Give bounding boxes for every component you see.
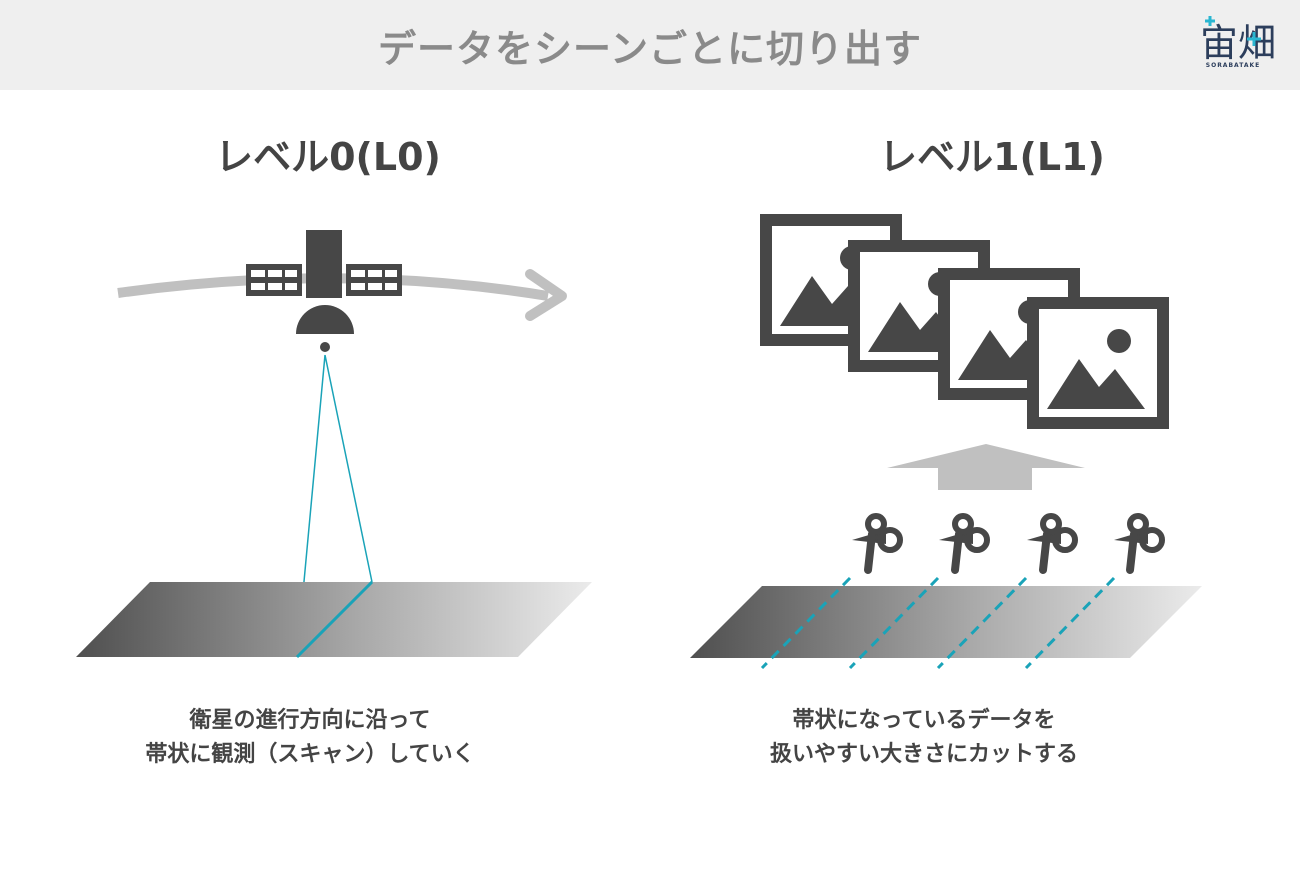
cut-lines [760,576,1116,670]
scan-strip-level1 [690,586,1202,658]
panel-title-level0: レベル0(L0) [215,135,441,179]
caption-level1: 帯状になっているデータを 扱いやすい大きさにカットする [664,704,1184,772]
caption-level0: 衛星の進行方向に沿って 帯状に観測（スキャン）していく [50,704,570,772]
caption-level1-line2: 扱いやすい大きさにカットする [769,742,1078,767]
scan-line [295,580,374,659]
scissors-icon-3 [1027,516,1075,570]
scissors-icon-4 [1114,516,1162,570]
panel-title-level1: レベル1(L1) [879,135,1105,179]
image-frame-icon-4 [1027,297,1169,429]
logo-subtext: SORABATAKE [1205,62,1261,69]
orbit-arrowhead [525,269,567,321]
logo-brand-text: 宙畑 [1200,21,1276,65]
scissors-icon-2 [939,516,987,570]
caption-level0-line1: 衛星の進行方向に沿って [189,708,431,733]
page-title: データをシーンごとに切り出す [377,27,923,71]
sorabatake-logo: 宙畑 [1200,16,1276,65]
scissors-icon-1 [852,516,900,570]
caption-level0-line2: 帯状に観測（スキャン）していく [145,742,475,767]
caption-level1-line1: 帯状になっているデータを [792,708,1056,733]
up-arrow-icon [887,444,1085,490]
header-bar [0,0,1300,90]
satellite-icon [246,230,402,352]
